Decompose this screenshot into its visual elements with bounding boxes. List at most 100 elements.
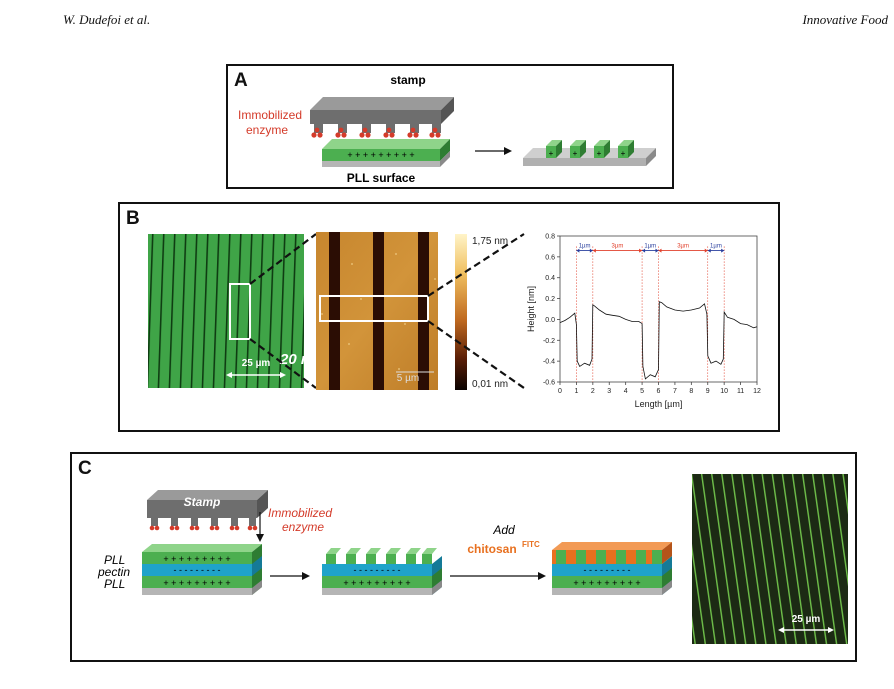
x-tick-label: 8 (689, 388, 693, 395)
add-label: Add (492, 523, 515, 537)
enzyme-label-c-line2: enzyme (282, 520, 324, 534)
stamp-block (310, 97, 454, 133)
figure-panel-a: A + + + + + + (226, 64, 674, 189)
enzyme-dots-c (149, 525, 258, 531)
multilayer-block-2 (322, 548, 442, 595)
annotation-arrowhead (704, 248, 708, 253)
scale-label-c: 25 µm (792, 614, 821, 625)
y-axis-label: Height [nm] (526, 286, 536, 332)
patterned-surface: + + + + (523, 140, 656, 166)
pectin-charges-3: - - - - - - - - - (584, 565, 631, 575)
afm-image (316, 232, 438, 390)
x-tick-label: 3 (607, 388, 611, 395)
svg-text:+: + (597, 149, 602, 158)
enzyme-label-line1: Immobilized (238, 108, 302, 122)
x-tick-label: 12 (753, 388, 761, 395)
annotation-label: 1µm (644, 244, 656, 250)
y-tick-label: 0.0 (545, 317, 555, 324)
multilayer-block-1 (142, 544, 262, 595)
annotation-arrowhead (655, 248, 659, 253)
panel-letter-a: A (234, 70, 248, 91)
annotation-arrowhead (592, 248, 596, 253)
annotation-arrowhead (639, 248, 643, 253)
pll-plus-charges: + + + + + + + + + (347, 150, 414, 160)
enzyme-label-c-line1: Immobilized (268, 506, 332, 520)
enzyme-label-line2: enzyme (246, 123, 288, 137)
pll-surface-label: PLL surface (347, 171, 416, 185)
pll-bottom-charges-3: + + + + + + + + + (573, 578, 640, 588)
confocal-image (692, 474, 848, 644)
zoom-box-left (229, 283, 251, 340)
svg-text:+: + (621, 149, 626, 158)
colorbar-min-label: 0,01 nm (472, 379, 508, 390)
pll-bottom-charges-2: + + + + + + + + + (343, 578, 410, 588)
chitosan-superscript: FITC (522, 540, 540, 549)
y-tick-label: -0.6 (543, 380, 555, 387)
annotation-arrowhead (707, 248, 711, 253)
pectin-charges-2: - - - - - - - - - (354, 565, 401, 575)
scale-bar-c (778, 627, 834, 633)
chitosan-label: chitosan (467, 542, 516, 556)
annotation-label: 1µm (579, 244, 591, 250)
y-tick-label: 0.2 (545, 296, 555, 303)
x-tick-label: 1 (574, 388, 578, 395)
scale-overlay-text: 20 m (279, 351, 314, 368)
stamp-label: stamp (390, 73, 425, 87)
x-tick-label: 6 (657, 388, 661, 395)
annotation-arrowhead (721, 248, 725, 253)
figure-panel-c: C Stamp (70, 452, 857, 662)
pll-bottom-charges: + + + + + + + + + (163, 578, 230, 588)
running-header-authors: W. Dudefoi et al. (63, 12, 151, 27)
pll-top-charges: + + + + + + + + + (163, 554, 230, 564)
panel-letter-c: C (78, 458, 92, 479)
scale-label-afm: 5 µm (397, 373, 419, 384)
enzyme-dots (311, 127, 441, 138)
annotation-arrowhead (576, 248, 580, 253)
pectin-charges: - - - - - - - - - (174, 565, 221, 575)
annotation-arrowhead (642, 248, 646, 253)
annotation-label: 3µm (677, 244, 689, 250)
panel-letter-b: B (126, 208, 140, 229)
panel-a-schematic: + + + + + + + + + stamp Immobilized enzy… (238, 73, 656, 185)
process-arrow (475, 147, 512, 155)
multilayer-block-3 (552, 542, 672, 595)
x-tick-label: 2 (591, 388, 595, 395)
zoom-box-afm (319, 295, 429, 322)
stamp-block-c (147, 490, 268, 526)
panel-b-images: 25 µm 20 m 5 µm 1,75 nm 0,01 nm (148, 232, 525, 390)
layer-label-pll-top: PLL (104, 553, 125, 567)
x-tick-label: 10 (720, 388, 728, 395)
x-tick-label: 0 (558, 388, 562, 395)
y-tick-label: 0.6 (545, 254, 555, 261)
svg-text:+: + (573, 149, 578, 158)
scale-bar-left (226, 372, 286, 378)
pll-surface-block (322, 139, 450, 167)
x-tick-label: 7 (673, 388, 677, 395)
y-tick-label: 0.4 (545, 275, 555, 282)
annotation-label: 3µm (612, 244, 624, 250)
annotation-arrowhead (658, 248, 662, 253)
panel-c-schematic: Stamp Immobilized enzyme + + + + + + + +… (97, 474, 848, 644)
annotation-arrowhead (589, 248, 593, 253)
y-tick-label: 0.8 (545, 234, 555, 241)
annotation-label: 1µm (710, 244, 722, 250)
afm-colorbar (455, 234, 467, 390)
x-tick-label: 4 (624, 388, 628, 395)
y-tick-label: -0.4 (543, 359, 555, 366)
stamp-label-c: Stamp (184, 495, 221, 509)
figure-panel-b: B 2 5 (118, 202, 780, 432)
x-tick-label: 5 (640, 388, 644, 395)
y-tick-label: -0.2 (543, 338, 555, 345)
svg-text:+: + (549, 149, 554, 158)
x-tick-label: 11 (737, 388, 744, 395)
layer-label-pll-bottom: PLL (104, 577, 125, 591)
height-profile-line (559, 301, 758, 380)
colorbar-max-label: 1,75 nm (472, 236, 508, 247)
running-header-journal: Innovative Food (802, 12, 888, 27)
layer-label-pectin: pectin (97, 565, 130, 579)
x-axis-label: Length [µm] (635, 399, 683, 409)
scale-label-left: 25 µm (242, 358, 271, 369)
fluorescence-image (148, 234, 304, 388)
x-tick-label: 9 (706, 388, 710, 395)
